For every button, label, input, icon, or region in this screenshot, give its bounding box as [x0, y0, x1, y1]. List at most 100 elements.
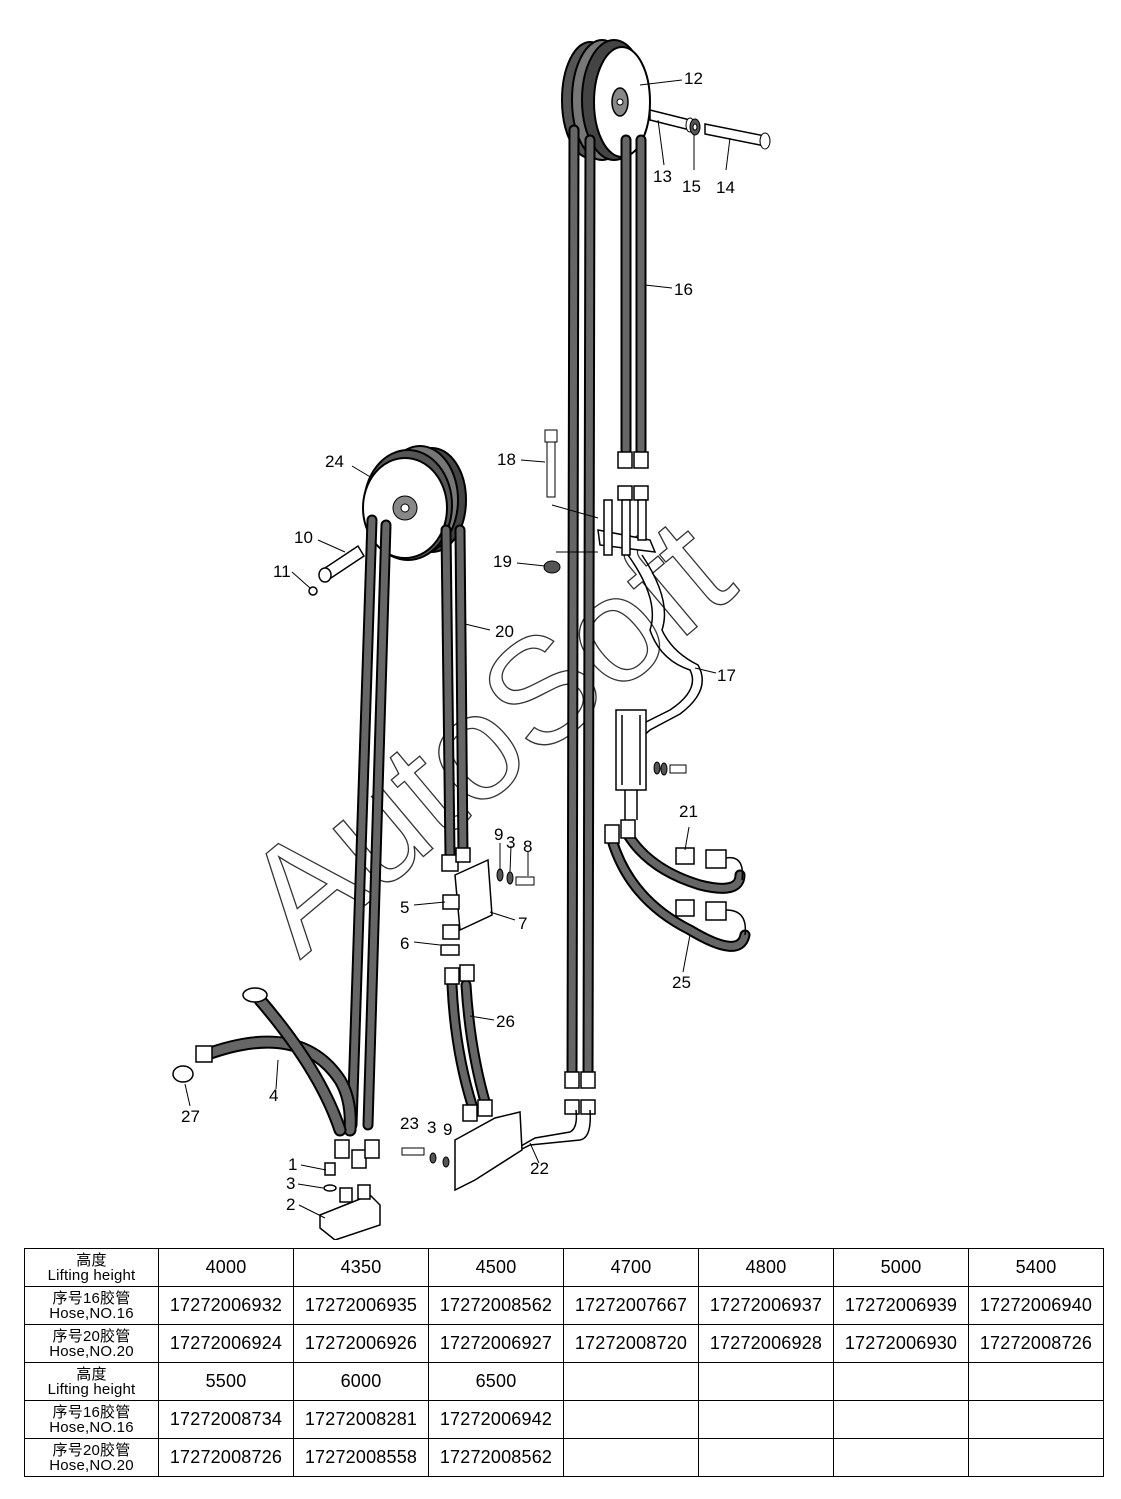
table-cell: 17272008562 [428, 1438, 564, 1477]
table-cell [563, 1362, 699, 1401]
hose-26-fittings [444, 964, 493, 1122]
callout-16: 16 [674, 280, 693, 299]
table-cell: 17272006937 [698, 1286, 834, 1325]
table-cell: 17272008558 [293, 1438, 429, 1477]
callout-17: 17 [717, 666, 736, 685]
block-bolt [496, 868, 535, 886]
table-cell: 6000 [293, 1362, 429, 1401]
table-cell: 17272006928 [698, 1324, 834, 1363]
callout-18: 18 [497, 450, 516, 469]
callout-11: 11 [273, 562, 291, 581]
table-cell: 17272006930 [833, 1324, 969, 1363]
row-label-cn: 高度 [76, 1251, 107, 1269]
table-cell: 17272008726 [968, 1324, 1104, 1363]
callout-25: 25 [672, 973, 691, 992]
table-cell: 4700 [563, 1248, 699, 1287]
callout-21: 21 [679, 802, 698, 821]
table-cell: 17272008281 [293, 1400, 429, 1439]
hose-assembly-diagram: AutoSoft [172, 39, 771, 1240]
row-label-cn: 序号16胶管 [52, 1289, 131, 1307]
callout-3: 3 [286, 1174, 295, 1193]
callout-20: 20 [495, 622, 514, 641]
table-cell [563, 1438, 699, 1477]
callout-19: 19 [493, 552, 512, 571]
table-cell: 4800 [698, 1248, 834, 1287]
fitting-21 [604, 819, 747, 936]
table-cell: 5500 [158, 1362, 294, 1401]
callout-8: 8 [523, 837, 532, 856]
row-label-cn: 高度 [76, 1365, 107, 1383]
hose-20 [346, 514, 469, 1131]
table-cell: 4350 [293, 1248, 429, 1287]
pipe-17-bolt [653, 761, 687, 776]
callout-9-lower: 9 [443, 1120, 452, 1139]
leader-lines [184, 79, 731, 1219]
table-cell [968, 1400, 1104, 1439]
table-cell: 17272006926 [293, 1324, 429, 1363]
callout-14: 14 [716, 178, 735, 197]
callout-12: 12 [684, 69, 703, 88]
callout-15: 15 [682, 177, 701, 196]
steel-pipe-22 [454, 1109, 592, 1192]
table-cell [698, 1362, 834, 1401]
callout-4: 4 [269, 1086, 278, 1105]
callout-24: 24 [325, 452, 344, 471]
callout-9: 9 [494, 825, 503, 844]
callout-5: 5 [400, 898, 409, 917]
bolt-23 [401, 1147, 450, 1168]
bolt-18 [544, 429, 558, 498]
callout-6: 6 [400, 934, 409, 953]
hose-4-fittings [172, 987, 268, 1083]
table-cell [968, 1438, 1104, 1477]
callout-10: 10 [294, 528, 313, 547]
block-7 [440, 847, 493, 956]
table-cell: 17272007667 [563, 1286, 699, 1325]
callout-3-lower: 3 [427, 1118, 436, 1137]
hose-4 [198, 993, 357, 1137]
hose-25 [606, 829, 751, 952]
callout-27: 27 [181, 1107, 200, 1126]
row-label-en: Hose,NO.16 [49, 1418, 134, 1436]
callout-1: 1 [288, 1155, 297, 1174]
table-cell: 17272008562 [428, 1286, 564, 1325]
table-cell [698, 1400, 834, 1439]
row-label-en: Hose,NO.20 [49, 1456, 134, 1474]
table-cell: 4000 [158, 1248, 294, 1287]
callout-labels: 1 2 3 4 5 6 7 8 9 10 11 12 13 14 15 16 1… [181, 69, 736, 1214]
hose-16 [566, 124, 647, 1086]
upper-bracket [597, 499, 657, 556]
nut-19 [543, 560, 561, 574]
row-label-en: Hose,NO.20 [49, 1342, 134, 1360]
table-cell: 17272006924 [158, 1324, 294, 1363]
table-cell: 17272006939 [833, 1286, 969, 1325]
callout-2: 2 [286, 1195, 295, 1214]
row-label-en: Hose,NO.16 [49, 1304, 134, 1322]
table-cell: 6500 [428, 1362, 564, 1401]
hose-26 [446, 979, 492, 1111]
table-cell: 17272006927 [428, 1324, 564, 1363]
table-cell [698, 1438, 834, 1477]
steel-pipe-17 [615, 554, 703, 820]
table-cell [968, 1362, 1104, 1401]
row-label-cn: 序号20胶管 [52, 1327, 131, 1345]
table-cell: 5400 [968, 1248, 1104, 1287]
row-label-cn: 序号16胶管 [52, 1403, 131, 1421]
upper-pin-assembly [649, 109, 771, 150]
table-cell [833, 1362, 969, 1401]
table-cell: 17272008726 [158, 1438, 294, 1477]
callout-26: 26 [496, 1012, 515, 1031]
row-label-en: Lifting height [47, 1380, 136, 1398]
callout-23: 23 [400, 1114, 419, 1133]
base-block-2 [319, 1139, 381, 1240]
table-cell: 17272008720 [563, 1324, 699, 1363]
callout-7: 7 [518, 914, 527, 933]
row-label-cn: 序号20胶管 [52, 1441, 131, 1459]
